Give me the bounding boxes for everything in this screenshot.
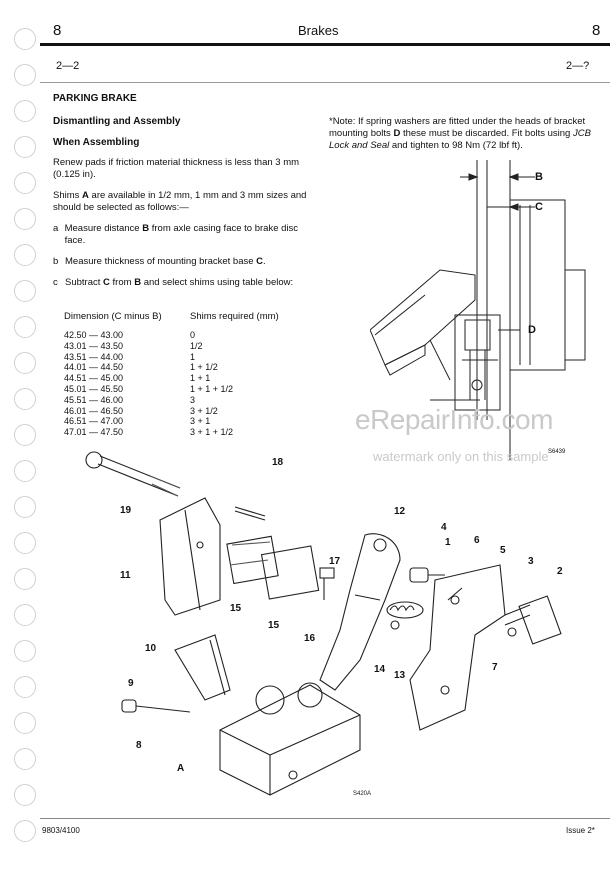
part-label-7: 7 <box>492 662 498 673</box>
part-label-17: 17 <box>329 556 341 567</box>
binder-hole <box>14 460 36 482</box>
binder-hole <box>14 640 36 662</box>
binder-hole <box>14 676 36 698</box>
step-c: c Subtract C from B and select shims usi… <box>53 277 294 288</box>
subheader-rule <box>40 82 610 83</box>
part-label-15b: 15 <box>268 620 280 631</box>
binder-hole <box>14 748 36 770</box>
step-a: a Measure distance B from axle casing fa… <box>53 223 299 246</box>
part-label-2: 2 <box>557 566 563 577</box>
paragraph-pads: Renew pads if friction material thicknes… <box>53 157 300 180</box>
binder-hole <box>14 568 36 590</box>
part-label-15a: 15 <box>230 603 242 614</box>
binder-hole <box>14 172 36 194</box>
dimension-label-c: C <box>535 201 543 213</box>
binder-hole <box>14 784 36 806</box>
binder-hole <box>14 28 36 50</box>
page-chapter-number-right: 8 <box>592 22 601 39</box>
part-label-a: A <box>177 763 185 774</box>
part-label-19: 19 <box>120 505 132 516</box>
dimension-label-b: B <box>535 171 543 183</box>
section-subtitle: Dismantling and Assembly <box>53 116 181 127</box>
document-number: 9803/4100 <box>42 826 80 835</box>
section-subsubtitle: When Assembling <box>53 137 140 148</box>
part-label-5: 5 <box>500 545 506 556</box>
part-label-1: 1 <box>445 537 451 548</box>
binder-hole <box>14 244 36 266</box>
section-number-left: 2—2 <box>56 60 80 72</box>
binder-hole <box>14 424 36 446</box>
binder-hole <box>14 820 36 842</box>
part-label-18: 18 <box>272 457 284 468</box>
binder-hole <box>14 496 36 518</box>
binder-hole <box>14 352 36 374</box>
note-paragraph: *Note: If spring washers are fitted unde… <box>329 116 591 151</box>
part-label-9: 9 <box>128 678 134 689</box>
binder-hole <box>14 208 36 230</box>
dimension-label-d: D <box>528 324 536 336</box>
binder-hole <box>14 604 36 626</box>
part-label-14: 14 <box>374 664 386 675</box>
part-label-3: 3 <box>528 556 534 567</box>
shim-table-header: Dimension (C minus B) Shims required (mm… <box>64 311 279 322</box>
binder-hole <box>14 712 36 734</box>
part-label-6: 6 <box>474 535 480 546</box>
header-rule <box>40 43 610 46</box>
part-label-4: 4 <box>441 522 447 533</box>
bracket-measurement-figure <box>370 160 586 460</box>
issue-number: Issue 2* <box>566 826 595 835</box>
page-chapter-number: 8 <box>53 22 62 39</box>
section-title: PARKING BRAKE <box>53 93 137 104</box>
watermark-brand: eRepairInfo.com <box>355 404 553 435</box>
watermark-caption: watermark only on this sample <box>373 449 549 464</box>
binder-hole <box>14 388 36 410</box>
part-label-16: 16 <box>304 633 316 644</box>
binder-hole <box>14 532 36 554</box>
binder-hole <box>14 316 36 338</box>
part-label-8: 8 <box>136 740 142 751</box>
paragraph-shims: Shims A are available in 1/2 mm, 1 mm an… <box>53 190 307 213</box>
binder-hole <box>14 64 36 86</box>
binder-hole <box>14 100 36 122</box>
part-label-13: 13 <box>394 670 406 681</box>
footer-rule <box>40 818 610 819</box>
shim-table: Dimension (C minus B) Shims required (mm… <box>64 311 279 438</box>
part-label-10: 10 <box>145 643 157 654</box>
part-label-11: 11 <box>120 570 131 581</box>
page-title: Brakes <box>298 23 339 38</box>
binder-hole <box>14 280 36 302</box>
section-number-right: 2—? <box>566 60 590 72</box>
step-b: b Measure thickness of mounting bracket … <box>53 256 266 267</box>
binder-hole <box>14 136 36 158</box>
parking-brake-exploded-view <box>85 451 562 796</box>
part-label-12: 12 <box>394 506 406 517</box>
figure1-reference: S6439 <box>548 449 566 455</box>
figure2-reference: S420A <box>353 791 372 797</box>
text-column-left: PARKING BRAKE Dismantling and Assembly W… <box>53 93 313 289</box>
